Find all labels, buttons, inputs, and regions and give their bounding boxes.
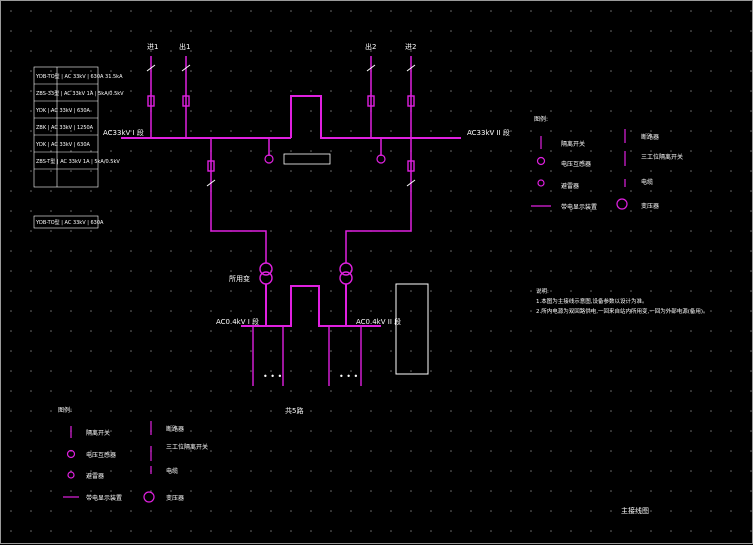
legend-item: 三工位隔离开关 — [641, 153, 683, 161]
transformer-label: 所用变 — [229, 274, 250, 283]
spec-row: ZBS-33型 | AC 33kV 1A | 5kA/0.5kV — [36, 90, 124, 97]
tx-feeder-left — [210, 138, 267, 263]
legend-item: 变压器 — [166, 494, 184, 502]
notes-title: 说明: — [536, 287, 549, 295]
notes-line: 1.本图为主接线示意图,设备参数以设计为准。 — [536, 297, 648, 305]
spec-row: YDK | AC 33kV | 630A — [35, 142, 91, 148]
spec-row: ZBS-T型 | AC 33kV 1A | 5kA/0.5kV — [36, 158, 120, 165]
incomer-2-label: 进2 — [405, 43, 416, 51]
breaker-icon — [207, 160, 215, 172]
legend-item: 隔离开关 — [561, 140, 585, 148]
legend-bottom-title: 图例: — [58, 406, 72, 414]
legend-item: 隔离开关 — [86, 429, 110, 437]
transformer-icon — [339, 262, 353, 276]
external-supply-box — [395, 283, 429, 375]
incomer-1-label: 进1 — [147, 43, 158, 51]
center-panel — [283, 153, 331, 165]
breaker-icon — [407, 95, 415, 107]
svg-text:• • •: • • • — [339, 372, 358, 381]
legend-right-symbols — [531, 129, 628, 210]
breaker-icon — [182, 95, 190, 107]
hv-bus-left-label: AC33kV I 段 — [103, 128, 144, 137]
lv-bus-right-label: AC0.4kV II 段 — [356, 317, 401, 326]
title-block: 主接线图 — [621, 506, 649, 515]
legend-item: 电压互感器 — [561, 160, 591, 168]
lv-bus-left-label: AC0.4kV I 段 — [216, 317, 259, 326]
spec-row: YDB-TO型 | AC 33kV | 630A — [35, 219, 104, 226]
svg-text:• • •: • • • — [263, 372, 282, 381]
outgoing-1-label: 出1 — [179, 42, 190, 51]
breaker-icon — [367, 95, 375, 107]
legend-item: 电缆 — [641, 178, 653, 186]
legend-item: 电缆 — [166, 467, 178, 475]
spec-table — [33, 66, 99, 229]
spec-row: ZBK | AC 33kV | 1250A — [36, 125, 94, 131]
bus-tie — [290, 95, 351, 139]
spec-row: YDK | AC 33kV | 630A — [35, 108, 91, 114]
spec-row: YDB-TO型 | AC 33kV | 630A 31.5kA — [35, 73, 123, 80]
legend-item: 避雷器 — [86, 472, 104, 480]
legend-item: 三工位隔离开关 — [166, 443, 208, 451]
voltage-transformer-icon — [264, 154, 274, 164]
hv-bus-right-label: AC33kV II 段 — [467, 128, 510, 137]
legend-bottom-symbols — [63, 421, 155, 503]
legend-right-title: 图例: — [534, 115, 548, 123]
legend-item: 变压器 — [641, 202, 659, 210]
legend-item: 电压互感器 — [86, 451, 116, 459]
voltage-transformer-icon — [376, 154, 386, 164]
legend-item: 带电显示装置 — [86, 494, 122, 502]
legend-item: 带电显示装置 — [561, 203, 597, 211]
legend-item: 断路器 — [166, 425, 184, 433]
breaker-icon — [147, 95, 155, 107]
bottom-count-label: 共5路 — [285, 406, 303, 415]
breaker-icon — [407, 160, 415, 172]
tx-feeder-right — [345, 138, 412, 263]
outgoing-2-label: 出2 — [365, 42, 376, 51]
notes-line: 2.所内电源为双回路供电,一回来自站内所用变,一回为外部电源(备用)。 — [536, 307, 709, 315]
transformer-icon — [259, 262, 273, 276]
legend-item: 断路器 — [641, 133, 659, 141]
legend-item: 避雷器 — [561, 182, 579, 190]
